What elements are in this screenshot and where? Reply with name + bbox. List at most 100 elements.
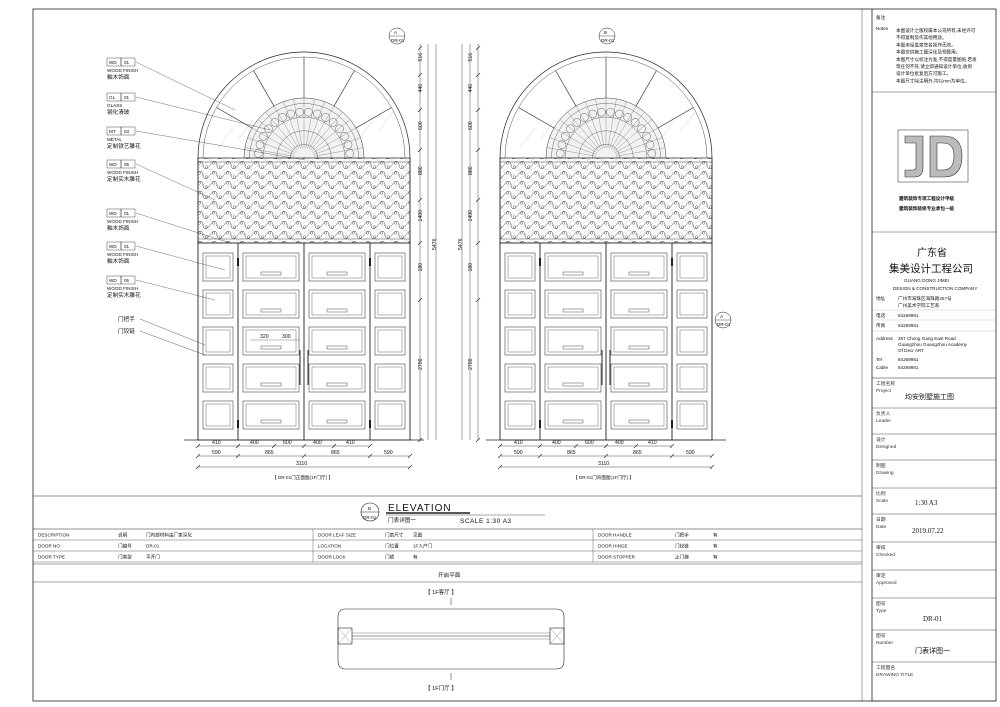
svg-text:01: 01 (124, 211, 130, 216)
company-name-2: 集美设计工程公司 (889, 262, 973, 275)
svg-text:审定: 审定 (876, 572, 886, 579)
spec-key-cn: 说明 (118, 532, 128, 539)
svg-text:A: A (394, 30, 398, 35)
door-panel (202, 400, 234, 430)
dim-vertical: 446 (468, 84, 474, 93)
carved-band (499, 157, 713, 244)
opening-plan: 开启平面 【 1F客厅 】 【 1F门厅 】 (33, 563, 862, 692)
svg-text:广州美术学院工艺系: 广州美术学院工艺系 (898, 302, 940, 309)
door-back-caption: 【 DR-01门背面图(1F门厅) 】 (573, 474, 634, 481)
dim-label: 400 (250, 440, 259, 446)
dim-inner: 300 (282, 334, 291, 340)
dim-label: 590 (384, 450, 393, 456)
dim-label: 600 (283, 440, 292, 446)
door-panel (504, 289, 536, 319)
svg-text:05: 05 (124, 278, 130, 283)
door-panel (242, 326, 300, 356)
door-panel (242, 400, 300, 430)
title-block-rows: 工程名称Project均安别墅施工图负责人Leader设计Designed制图D… (872, 380, 996, 702)
dim-label: 410 (212, 440, 221, 446)
svg-text:WD: WD (109, 244, 117, 249)
callout-right-top: B DR-01 (598, 27, 616, 45)
door-panel (374, 252, 406, 282)
svg-text:制图: 制图 (876, 462, 886, 469)
svg-text:负责人: 负责人 (876, 410, 891, 417)
door-panel (610, 289, 668, 319)
company-qual-2: 建筑装饰装修专业承包一级 (898, 205, 955, 212)
svg-text:定制铁艺雕花: 定制铁艺雕花 (107, 142, 141, 150)
svg-text:WD: WD (109, 60, 117, 65)
dim-label: 400 (313, 440, 322, 446)
svg-text:WD: WD (109, 211, 117, 216)
spec-key-cn: 止门器 (675, 554, 689, 561)
svg-text:METAL: METAL (107, 137, 122, 142)
dim-label: 865 (331, 450, 340, 456)
spec-value: 见图 (413, 533, 423, 539)
dim-vertical: 516 (418, 53, 424, 62)
door-panel (202, 363, 234, 393)
door-front-caption: 【 DR-01门正面图(1F门厅) 】 (272, 474, 333, 481)
door-panel (544, 363, 602, 393)
dim-label: 410 (514, 440, 523, 446)
plan-bottom-label: 【 1F门厅 】 (425, 684, 457, 692)
svg-text:84269981: 84269981 (898, 323, 919, 328)
svg-text:84269981: 84269981 (898, 357, 919, 362)
door-panel (676, 289, 708, 319)
door-panel (504, 363, 536, 393)
spec-value: 有 (713, 532, 718, 539)
dim-vertical: 880 (418, 166, 424, 175)
company-name-1: 广东省 (917, 246, 947, 259)
svg-text:图号: 图号 (876, 601, 886, 607)
svg-text:84269981: 84269981 (898, 313, 919, 318)
svg-text:01: 01 (124, 244, 130, 249)
door-panel (504, 252, 536, 282)
sheet-border (32, 8, 997, 702)
svg-text:DR-01: DR-01 (717, 322, 731, 327)
note-line: 本图未经盖章签名视作无效。 (896, 41, 956, 48)
door-panel (308, 289, 366, 319)
door-panel (676, 400, 708, 430)
svg-text:GL: GL (109, 95, 116, 100)
elevation-title-text: ELEVATION (388, 503, 452, 514)
dim-vertical: 600 (418, 121, 424, 130)
title-block-value: 1:30 A3 (915, 499, 938, 507)
spec-value: 有 (713, 543, 718, 550)
svg-text:DRAWING TITLE: DRAWING TITLE (876, 672, 913, 678)
spec-key-cn: 门扇尺寸 (385, 532, 404, 539)
door-panel (676, 252, 708, 282)
spec-key: DOOR NO. (38, 544, 61, 549)
dim-label: 600 (585, 440, 594, 446)
dim-label: 410 (648, 440, 657, 446)
dim-label: 865 (633, 450, 642, 456)
dim-vertical: 2790 (418, 358, 424, 370)
svg-text:釉木饰面: 釉木饰面 (107, 73, 130, 81)
handle-label: 门把手 (118, 315, 135, 323)
dim-vertical: 880 (468, 166, 474, 175)
svg-text:日期: 日期 (876, 517, 886, 523)
svg-text:地址: 地址 (876, 295, 886, 301)
svg-text:Tel: Tel (876, 357, 882, 362)
note-line: 本图尺寸以标注为准,不得度量图纸,若发 (896, 56, 977, 63)
door-panel (202, 326, 234, 356)
door-panel (308, 252, 366, 282)
svg-text:Designed: Designed (876, 444, 897, 450)
dim-total: 3110 (296, 461, 307, 467)
elevation-scale: SCALE 1:30 A3 (460, 518, 512, 525)
dim-label: 400 (552, 440, 561, 446)
svg-text:DR-01: DR-01 (601, 38, 615, 43)
door-panel (308, 400, 366, 430)
svg-text:Guangzhou Guangzhou Academy: Guangzhou Guangzhou Academy (898, 342, 968, 347)
title-block-value: 2019.07.22 (912, 527, 944, 535)
plan-top-label: 【 1F客厅 】 (425, 588, 457, 596)
door-frame (197, 51, 411, 440)
company-qual-1: 建筑装饰专项工程设计甲级 (898, 195, 955, 202)
